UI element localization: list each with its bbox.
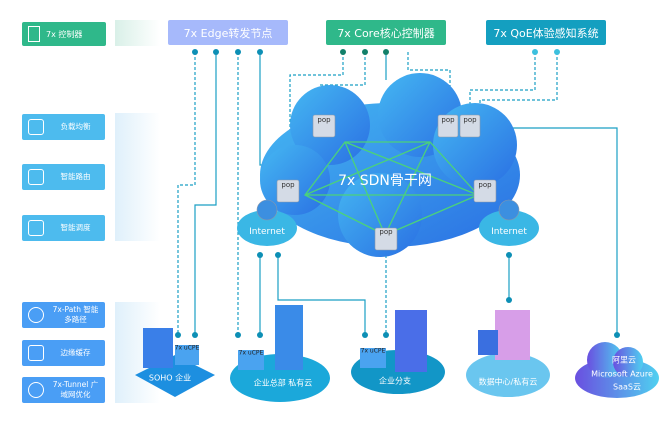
pop-label: pop: [478, 181, 492, 189]
hq-building: [275, 305, 303, 370]
label: 边缘缓存: [60, 348, 91, 357]
saas-label: SaaS云: [613, 382, 641, 392]
branch-label: 企业分支: [379, 376, 411, 386]
azure-label: Microsoft Azure: [591, 369, 653, 379]
ucpe-device: [360, 348, 386, 368]
internet-label: Internet: [491, 227, 527, 237]
ucpe-label: 7x uCPE: [238, 349, 264, 357]
smart-scheduling-box: 智能调度: [22, 215, 105, 241]
pop-label: pop: [317, 116, 331, 124]
controller-label: 7x 控制器: [46, 29, 83, 39]
internet-label: Internet: [249, 227, 285, 237]
label: 7x-Tunnel 广域网优化: [52, 380, 99, 399]
datacenter-building: [495, 310, 530, 360]
edge-node-box: 7x Edge转发节点: [168, 20, 288, 45]
server-schedule-icon: [28, 220, 44, 236]
pop-label: pop: [463, 116, 477, 124]
load-balance-box: 负载均衡: [22, 114, 105, 140]
datacenter-cloud: [466, 353, 550, 397]
core-controller-box: 7x Core核心控制器: [326, 20, 446, 45]
ucpe-label: 7x uCPE: [360, 347, 386, 355]
pop-label: pop: [441, 116, 455, 124]
label: 智能调度: [60, 223, 91, 232]
soho-label: SOHO 企业: [148, 373, 192, 383]
ucpe-label: 7x uCPE: [174, 344, 200, 352]
controller-box: 7x 控制器: [22, 22, 106, 46]
load-balance-icon: [28, 119, 44, 135]
tunnel-box: 7x-Tunnel 广域网优化: [22, 377, 105, 403]
band: [115, 20, 160, 46]
soho-building: [143, 328, 173, 368]
label: 7x-Path 智能多路径: [52, 305, 99, 324]
hq-label: 企业总部 私有云: [253, 378, 313, 388]
controller-icon: [28, 26, 40, 42]
smart-routing-box: 智能路由: [22, 164, 105, 190]
multipath-icon: [28, 307, 44, 323]
datacenter-label: 数据中心/私有云: [478, 377, 538, 387]
branch-building: [395, 310, 427, 372]
ucpe-device: [238, 350, 264, 370]
aliyun-label: 阿里云: [612, 355, 636, 365]
router-icon: [28, 169, 44, 185]
multipath-box: 7x-Path 智能多路径: [22, 302, 105, 328]
label: 负载均衡: [60, 122, 91, 131]
pop-nodes: [256, 114, 520, 251]
backbone-title: 7x SDN骨干网: [338, 173, 432, 189]
pop-label: pop: [379, 228, 393, 236]
label: 智能路由: [60, 172, 91, 181]
globe-icon: [28, 382, 44, 398]
ucpe-device: [175, 345, 199, 365]
mesh-links: [304, 141, 480, 236]
band: [115, 113, 160, 241]
pop-label: pop: [281, 181, 295, 189]
connector-dots: [175, 49, 620, 338]
edge-cache-box: 边缘缓存: [22, 340, 105, 366]
cache-icon: [28, 345, 44, 361]
qoe-system-box: 7x QoE体验感知系统: [486, 20, 606, 45]
